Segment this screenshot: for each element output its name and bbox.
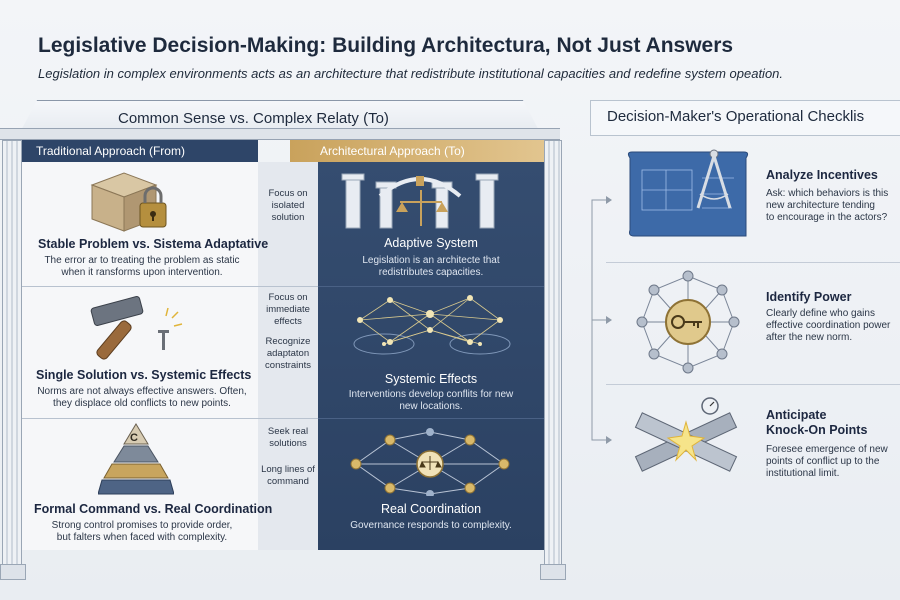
box-lock-icon [90,172,167,232]
left-pillar [2,140,22,570]
checklist-item2-desc-line: effective coordination power [766,320,891,331]
left-pillar-base [0,564,26,580]
row3-right-title: Real Coordination [380,502,482,516]
row2-left-desc-line: Norms are not always effective answers. … [37,386,247,397]
checklist-item3-desc-line: institutional limit. [766,468,840,479]
checklist-item1-desc-line: to encourage in the actors? [766,212,888,223]
row1-right-title: Adaptive System [384,236,478,250]
row2-left-title: Single Solution vs. Systemic Effects [36,368,252,382]
row2-left-desc: Norms are not always effective answers. … [26,386,258,410]
checklist-connector [591,196,612,444]
row3-left-title: Formal Command vs. Real Coordination [34,502,273,516]
crossed-beams-icon [634,397,738,472]
row2-right-desc-line: new locations. [399,401,463,412]
row1-right-desc-line: redistributes capacities. [378,267,484,278]
row2-mid-text-2: Recognize adaptaton constraints [265,336,311,371]
checklist-item3-title: Anticipate Knock-On Points [766,408,867,438]
row1-left-title: Stable Problem vs. Sistema Adaptative [38,237,269,251]
checklist-item2-title: Identify Power [766,290,852,304]
pyramid-icon [98,423,174,495]
row1-left-desc-line: The error ar to treating the problem as … [44,255,240,266]
row-divider [318,286,544,287]
row1-mid-text: Focus on isolated solution [268,188,308,223]
page-title: Legislative Decision-Making: Building Ar… [38,34,734,57]
checklist-item3-desc-line: points of conflict up to the [766,456,880,467]
checklist-item3-desc: Foresee emergence of new points of confl… [766,444,898,480]
comparison-title: Common Sense vs. Complex Relaty (To) [118,110,389,127]
row2-right-title: Systemic Effects [384,372,478,386]
architectural-header: Architectural Approach (To) [290,140,544,162]
row2-right-desc-line: Interventions develop conflits for new [348,389,514,400]
row3-right-desc-line: Governance responds to complexity. [350,520,512,531]
row2-mid-text: Focus on immediate effects [266,292,310,327]
network-scale-icon [350,428,510,496]
row2-right-desc: Interventions develop conflits for new n… [318,389,544,413]
checklist-item2-desc-line: Clearly define who gains [766,308,875,319]
columns-scale-icon [341,173,499,229]
hammer-nail-icon [90,296,183,360]
page-subtitle: Legislation in complex environments acts… [38,66,784,81]
row1-left-desc-line: when it ransforms upon intervention. [61,267,223,278]
checklist-item2-desc: Clearly define who gains effective coord… [766,308,898,344]
checklist-divider [606,384,900,385]
network-icon [353,295,511,355]
row3-left-desc-line: Strong control promises to provide order… [51,520,233,531]
row3-left-desc-line: but falters when faced with complexity. [56,532,228,543]
checklist-item2-desc-line: after the new norm. [766,332,853,343]
checklist-item3-desc-line: Foresee emergence of new [766,444,888,455]
checklist-item1-desc: Ask: which behaviors is this new archite… [766,188,898,224]
row3-mid-text: Seek real solutions [267,426,309,449]
checklist-item3-title-line: Knock-On Points [766,423,868,437]
row3-left-desc: Strong control promises to provide order… [26,520,258,544]
checklist-divider [606,262,900,263]
checklist-header-box [590,100,900,136]
row1-right-desc: Legislation is an architecte that redist… [318,255,544,279]
checklist-item1-title: Analyze Incentives [766,168,878,182]
row-divider [318,418,544,419]
row-divider [22,286,318,287]
row2-left-desc-line: they displace old conflicts to new point… [53,398,231,409]
row3-mid-text-2: Long lines of command [261,464,315,487]
checklist-item1-desc-line: Ask: which behaviors is this [766,188,889,199]
checklist-item1-desc-line: new architecture tending [766,200,875,211]
right-pillar-base [540,564,566,580]
row3-right-desc: Governance responds to complexity. [318,520,544,532]
checklist-item3-title-line: Anticipate [766,408,827,422]
blueprint-compass-icon [627,149,749,237]
traditional-header: Traditional Approach (From) [22,140,258,162]
right-pillar [544,140,562,570]
key-network-icon [636,270,740,374]
checklist-title: Decision-Maker's Operational Checklis [607,108,865,125]
row1-left-desc: The error ar to treating the problem as … [26,255,258,279]
row1-right-desc-line: Legislation is an architecte that [362,255,500,266]
pyramid-letter: C [130,432,138,444]
temple-entablature [0,128,560,140]
transition-column [258,162,318,550]
row-divider [22,418,318,419]
